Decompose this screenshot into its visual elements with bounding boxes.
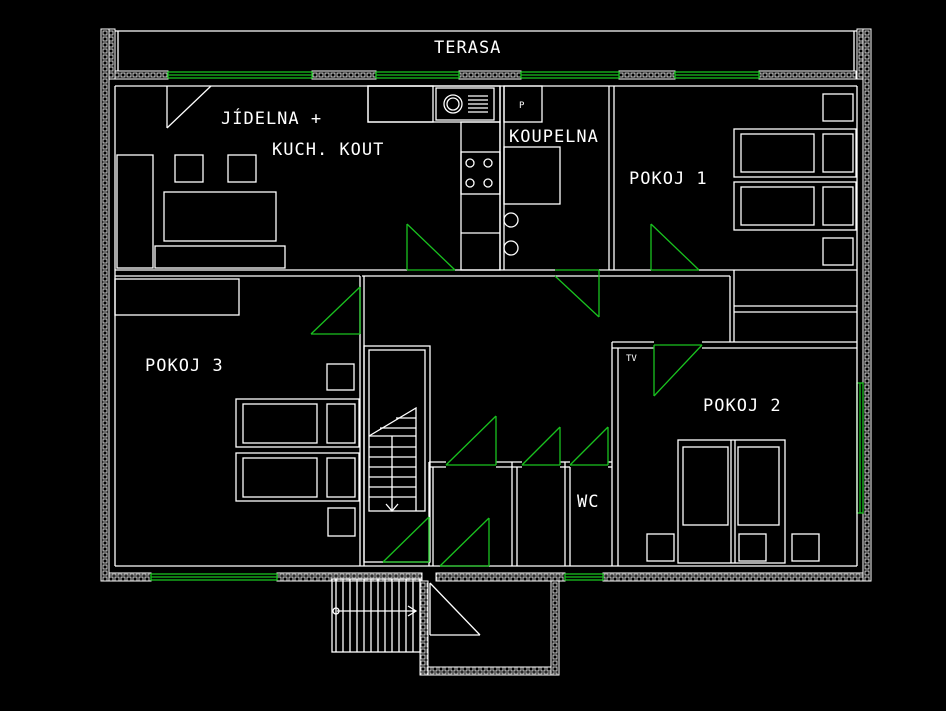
room-pokoj-2: TV POKOJ 2 [626,354,820,564]
windows-top [167,71,760,79]
room-wc: WC [577,492,599,512]
label-kuch-kout: KUCH. KOUT [272,140,384,160]
stove [460,151,501,195]
sink [435,87,495,121]
label-pokoj-1: POKOJ 1 [629,169,708,189]
label-wc: WC [577,492,599,512]
bed [733,128,857,178]
bed [235,452,360,502]
room-pokoj-1: POKOJ 1 [629,93,857,266]
shower [503,146,561,205]
doors [310,223,703,567]
kitchen-dining: JÍDELNA + KUCH. KOUT [116,85,501,271]
label-tv: TV [626,354,637,364]
windows-bottom [150,573,604,581]
room-pokoj-3: POKOJ 3 [114,278,360,537]
label-pokoj-3: POKOJ 3 [145,356,224,376]
terrace: TERASA [115,30,857,71]
bed [235,398,360,448]
label-terasa: TERASA [434,38,501,58]
window-right [856,382,864,514]
exterior-walls [100,28,872,676]
label-koupelna: KOUPELNA [509,127,599,147]
interior-walls [114,85,858,567]
bed [733,181,857,231]
label-p: P [519,101,525,111]
staircase [363,345,431,563]
label-jidelna: JÍDELNA + [221,107,322,129]
bathroom: P KOUPELNA [503,85,599,256]
label-pokoj-2: POKOJ 2 [703,396,782,416]
dining-table [163,191,277,242]
entrance-stairs [331,578,481,653]
